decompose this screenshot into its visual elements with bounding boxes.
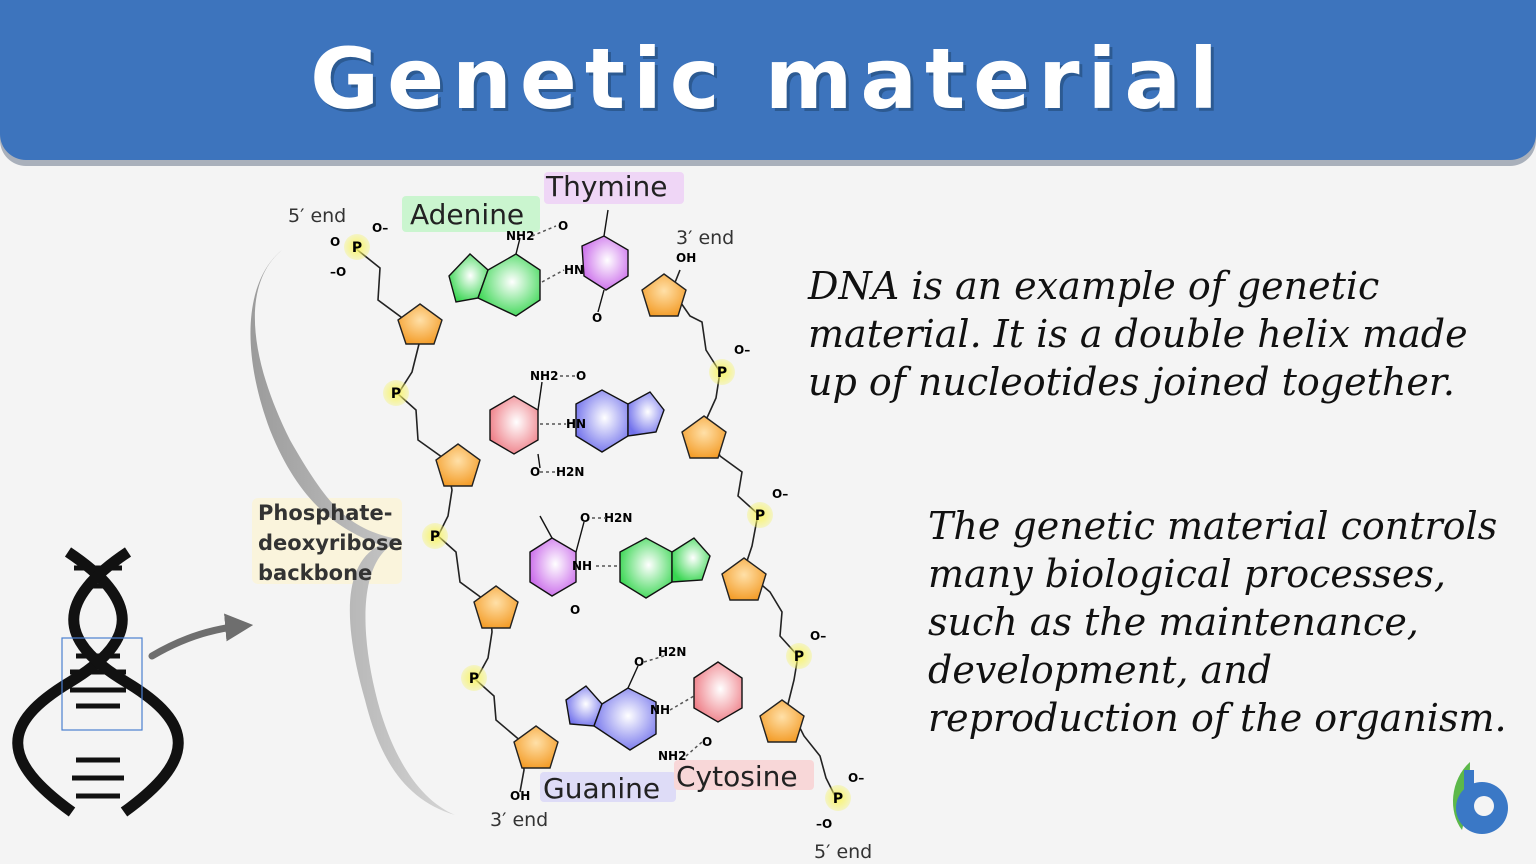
svg-text:H2N: H2N: [604, 511, 632, 525]
svg-text:P: P: [469, 671, 479, 687]
svg-text:O: O: [634, 655, 644, 669]
svg-text:O: O: [580, 511, 590, 525]
adenine-label-highlight: [402, 196, 540, 232]
five-prime-end-label: 5′ end: [288, 205, 346, 227]
thymine-molecule: O O NH: [529, 511, 592, 617]
svg-text:O: O: [592, 311, 602, 325]
svg-text:O: O: [702, 735, 712, 749]
svg-text:P: P: [833, 791, 843, 807]
deoxyribose-sugar: [721, 557, 767, 601]
thymine-molecule: O O HN: [558, 209, 629, 325]
title-banner: Genetic material: [0, 0, 1536, 160]
oxygen-atom: O: [330, 235, 340, 249]
hydrogen-bond: [685, 741, 703, 757]
dna-helix-icon: [12, 547, 184, 817]
svg-text:O: O: [576, 369, 586, 383]
svg-text:NH2: NH2: [658, 749, 686, 763]
backbone-label-line-1: Phosphate-: [258, 501, 392, 525]
adenine-molecule: H2N: [604, 511, 711, 599]
cytosine-label: Cytosine: [676, 760, 798, 793]
phosphate-group: P: [461, 665, 487, 691]
oxygen-anion: O–: [810, 629, 826, 643]
thymine-label: Thymine: [545, 170, 667, 203]
svg-text:O: O: [530, 465, 540, 479]
oxygen-anion: O–: [848, 771, 864, 785]
hydrogen-bond: [541, 269, 565, 283]
svg-text:NH2: NH2: [530, 369, 558, 383]
oxygen-anion: O–: [734, 343, 750, 357]
backbone-label-line-2: deoxyribose: [258, 531, 403, 555]
five-prime-end-label: 5′ end: [814, 841, 872, 863]
oxygen-anion: –O: [816, 817, 832, 831]
adenine-label: Adenine: [410, 198, 524, 231]
svg-text:P: P: [430, 529, 440, 545]
brand-logo-icon: [1452, 762, 1508, 834]
svg-text:H2N: H2N: [658, 645, 686, 659]
phosphate-group: P: [383, 380, 409, 406]
svg-text:O: O: [558, 219, 568, 233]
svg-text:P: P: [391, 386, 401, 402]
svg-text:NH2: NH2: [506, 229, 534, 243]
cytosine-label-highlight: [674, 760, 814, 790]
svg-text:P: P: [794, 649, 804, 665]
hydroxyl-group: OH: [676, 251, 696, 265]
svg-text:P: P: [352, 240, 362, 256]
hydrogen-bond: [669, 695, 695, 711]
phosphate-group: P: [709, 359, 735, 385]
guanine-molecule: O HN H2N: [556, 369, 665, 479]
backbone-label-line-3: backbone: [258, 561, 372, 585]
oxygen-anion: –O: [330, 265, 346, 279]
three-prime-end-label: 3′ end: [676, 227, 734, 249]
guanine-molecule: O NH NH2: [565, 655, 686, 763]
deoxyribose-sugar: [473, 585, 519, 629]
page-title: Genetic material: [310, 30, 1226, 128]
deoxyribose-sugar: [681, 415, 727, 459]
svg-text:NH: NH: [572, 559, 592, 573]
svg-text:O: O: [570, 603, 580, 617]
svg-text:P: P: [717, 365, 727, 381]
svg-text:P: P: [755, 508, 765, 524]
phosphate-group: P: [422, 523, 448, 549]
svg-text:HN: HN: [564, 263, 584, 277]
thymine-label-highlight: [544, 172, 684, 204]
arrow-icon: [148, 613, 254, 660]
guanine-label-highlight: [540, 772, 676, 802]
oxygen-anion: O–: [372, 221, 388, 235]
guanine-label: Guanine: [543, 772, 660, 805]
deoxyribose-sugar: [435, 443, 481, 487]
phosphate-group: P: [747, 502, 773, 528]
cytosine-molecule: NH2 O: [489, 369, 558, 479]
svg-text:HN: HN: [566, 417, 586, 431]
svg-text:H2N: H2N: [556, 465, 584, 479]
deoxyribose-sugar: [397, 303, 443, 345]
description-paragraph-2: The genetic material controls many biolo…: [928, 504, 1507, 740]
deoxyribose-sugar: [513, 725, 559, 769]
adenine-molecule: NH2: [448, 229, 541, 317]
backbone-brace: [250, 250, 455, 815]
cytosine-molecule: H2N O: [658, 645, 743, 749]
hydrogen-bond: [531, 225, 557, 237]
deoxyribose-sugar: [759, 699, 805, 743]
phosphate-group: P: [786, 643, 812, 669]
phosphate-group: P: [825, 785, 851, 811]
description-paragraph-1: DNA is an example of genetic material. I…: [808, 264, 1468, 404]
hydroxyl-group: OH: [510, 789, 530, 803]
svg-text:NH: NH: [650, 703, 670, 717]
phosphate-group: P: [344, 234, 370, 260]
three-prime-end-label: 3′ end: [490, 809, 548, 831]
deoxyribose-sugar: [641, 273, 687, 317]
oxygen-anion: O–: [772, 487, 788, 501]
